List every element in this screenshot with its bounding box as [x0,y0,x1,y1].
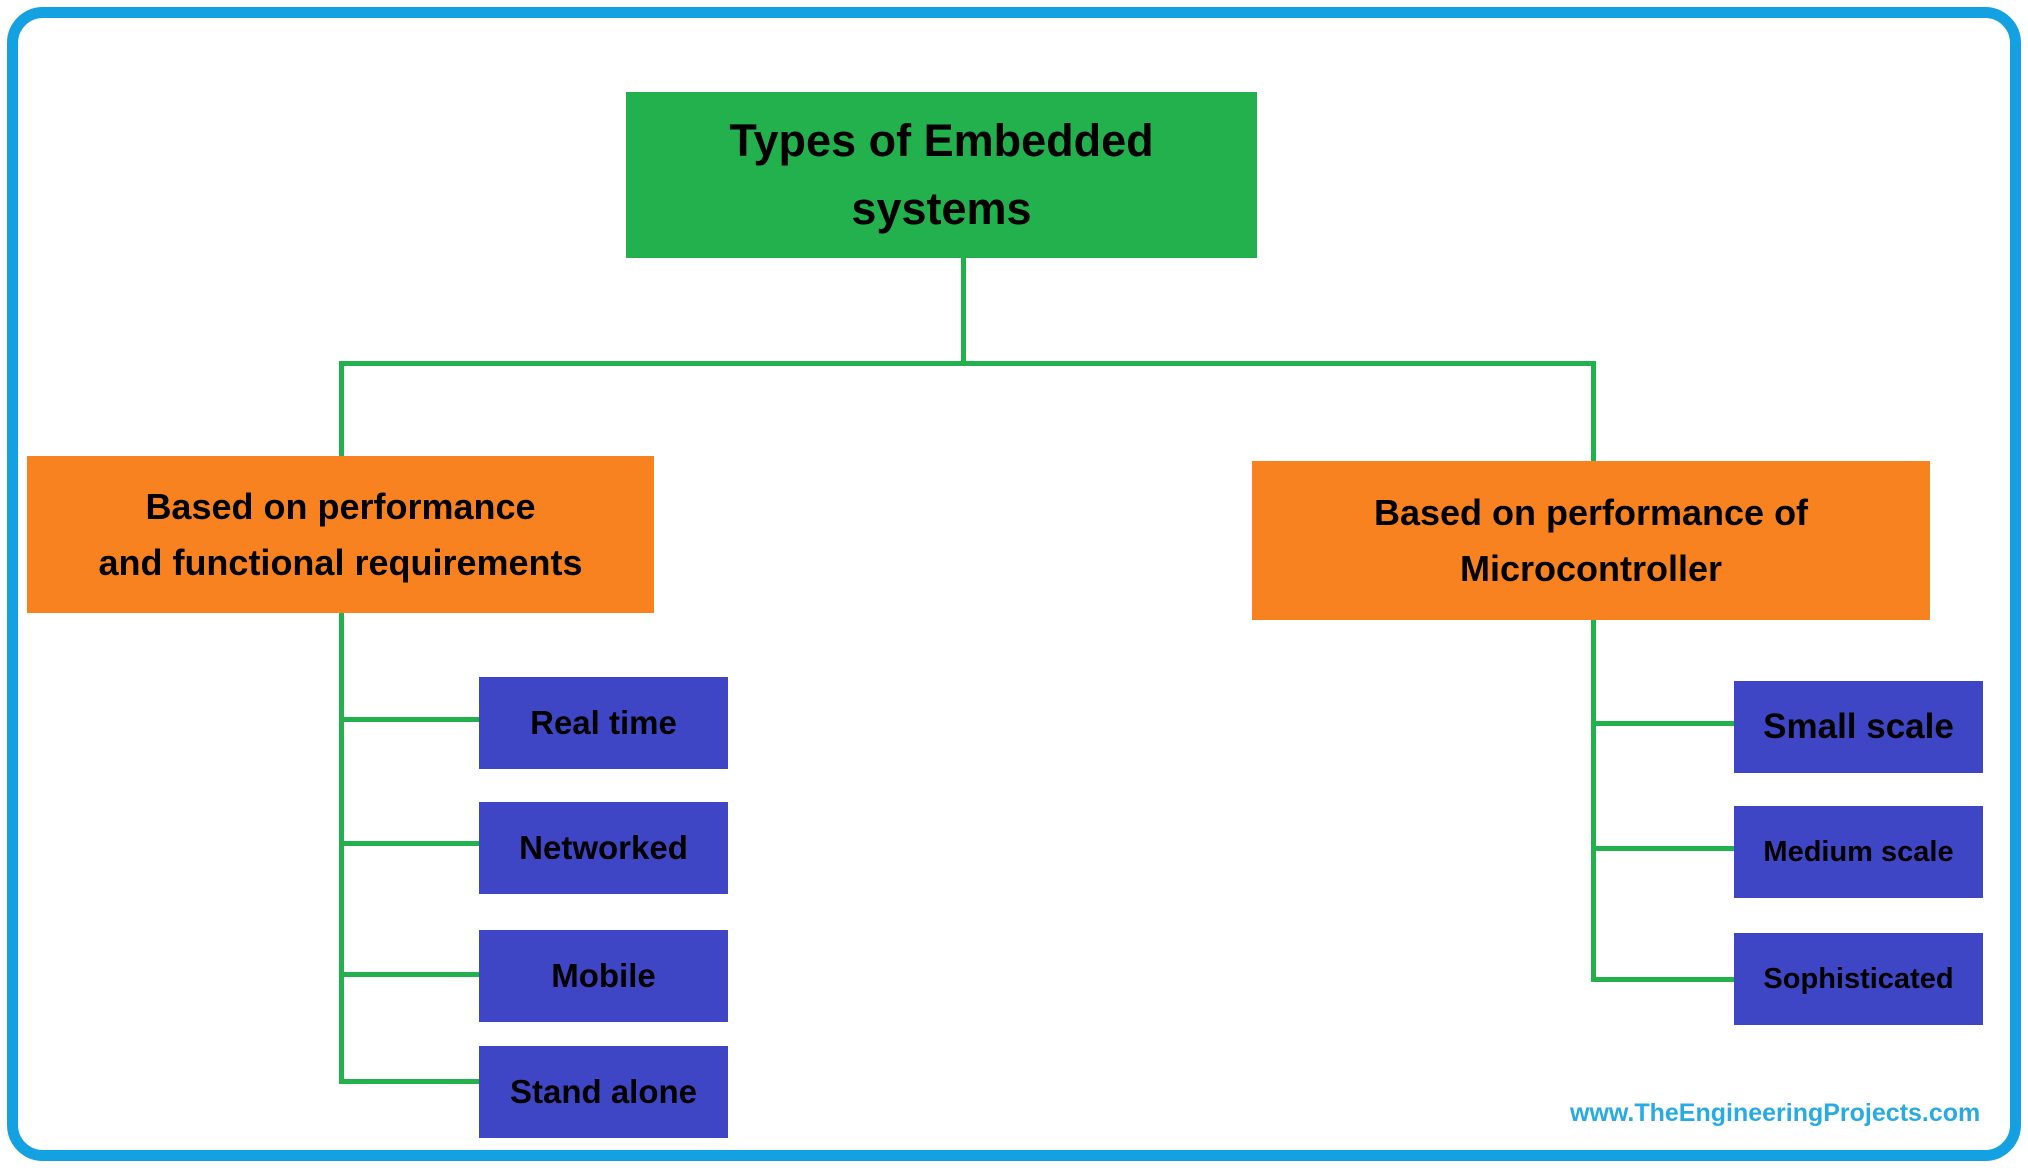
root-node-label-line2: systems [851,183,1032,234]
right-category-label-line1: Based on performance of [1373,491,1809,533]
outer-rounded-border [7,7,2021,1161]
child-node-small-scale: Small scale [1734,681,1983,773]
root-node-types-of-embedded-systems: Types of Embedded systems [626,92,1257,258]
left-category-label-line1: Based on performance [145,485,536,527]
connector-stub-sophisticated [1591,977,1734,982]
child-node-networked: Networked [479,802,728,894]
child-node-label: Real time [530,704,677,741]
connector-stub-stand-alone [339,1079,479,1084]
child-node-label: Networked [519,829,688,866]
child-node-sophisticated: Sophisticated [1734,933,1983,1025]
child-node-label: Medium scale [1763,835,1954,868]
category-node-performance-functional: Based on performance and functional requ… [27,456,654,613]
connector-stub-medium-scale [1591,846,1734,851]
child-node-real-time: Real time [479,677,728,769]
root-connector-line [961,256,966,363]
child-node-mobile: Mobile [479,930,728,1022]
main-horizontal-connector [339,361,1596,366]
category-node-performance-microcontroller: Based on performance of Microcontroller [1252,461,1930,620]
child-node-label: Small scale [1763,707,1954,746]
child-node-stand-alone: Stand alone [479,1046,728,1138]
root-node-label-line1: Types of Embedded [729,115,1154,166]
left-category-label-line2: and functional requirements [98,541,583,583]
child-node-label: Stand alone [509,1073,698,1110]
connector-stub-real-time [339,717,479,722]
right-category-label-line2: Microcontroller [1459,547,1723,589]
left-branch-vertical-line [339,361,344,1084]
child-node-label: Mobile [551,957,656,994]
connector-stub-mobile [339,972,479,977]
child-node-medium-scale: Medium scale [1734,806,1983,898]
connector-stub-networked [339,841,479,846]
right-branch-vertical-line [1591,361,1596,982]
child-node-label: Sophisticated [1763,962,1954,995]
connector-stub-small-scale [1591,721,1734,726]
watermark-text: www.TheEngineeringProjects.com [1570,1099,1981,1127]
